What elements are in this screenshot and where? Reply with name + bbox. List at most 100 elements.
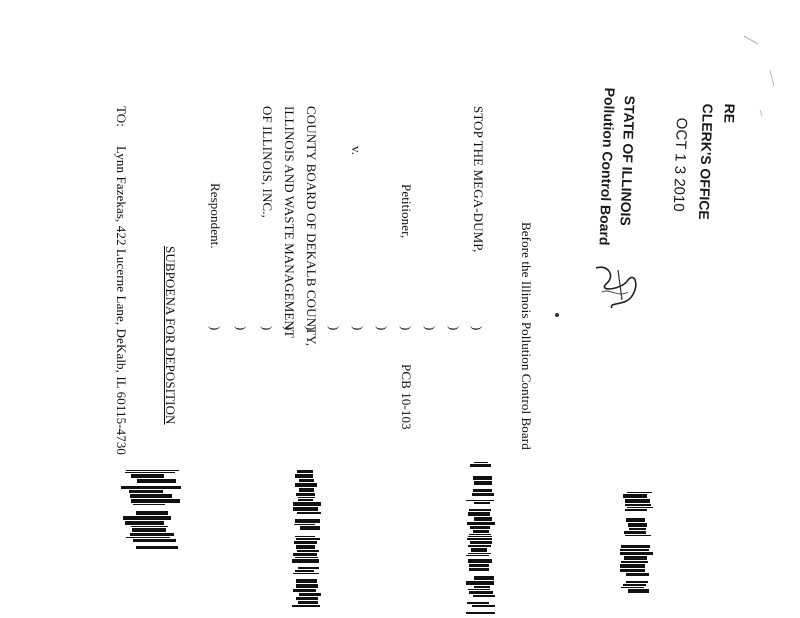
caption-bracket: ) (304, 326, 319, 331)
redaction-bar (473, 476, 492, 480)
redaction-bar (293, 553, 317, 556)
redaction-bar (466, 612, 495, 614)
redaction-bar (474, 462, 488, 463)
redaction-bar (471, 548, 487, 552)
redaction-bar (467, 538, 492, 540)
redaction-bar (468, 545, 491, 547)
redaction-bar (296, 538, 320, 540)
redaction-bar (469, 591, 493, 594)
redaction-bar (474, 502, 490, 504)
redaction-bar (620, 564, 645, 568)
redaction-bar (628, 523, 647, 527)
redaction-bar (472, 605, 495, 607)
stamp-date: OCT 1 3 2010 (669, 117, 690, 212)
redaction-bar (295, 519, 320, 523)
redaction-bar (625, 535, 651, 536)
redaction-bar (136, 546, 178, 549)
case-number: PCB 10-103 (399, 364, 414, 430)
redaction-bar (297, 512, 321, 514)
redaction-bar (468, 589, 490, 590)
redaction-bar (292, 605, 320, 607)
redaction-bar (123, 516, 171, 520)
to-address: Lynn Fazekas, 422 Lucerne Lane, DeKalb, … (114, 146, 129, 456)
caption-bracket: ) (234, 326, 249, 331)
redaction-bar (293, 589, 316, 592)
redaction-bar (469, 568, 489, 571)
redaction-bar (299, 479, 314, 482)
redaction-bar (621, 561, 648, 563)
caption-bracket: ) (260, 326, 275, 331)
redaction-bar (625, 499, 650, 503)
redaction-bar (470, 464, 491, 467)
stamp-received: RE (721, 103, 738, 124)
petitioner-name: STOP THE MEGA-DUMP, (471, 106, 486, 253)
redaction-bar (624, 531, 646, 534)
redaction-bar (468, 512, 490, 516)
caption-bracket: ) (208, 326, 223, 331)
redaction-bar (298, 499, 313, 501)
redaction-bar (628, 589, 649, 593)
redaction-bar (129, 490, 163, 493)
redaction-bar (623, 494, 647, 498)
caption-bracket: ) (351, 326, 366, 331)
redaction-bar (626, 573, 649, 576)
document-title: SUBPOENA FOR DEPOSITION (163, 246, 178, 425)
redaction-bar (466, 581, 494, 585)
redaction-bar (296, 584, 318, 588)
caption-bracket: ) (423, 326, 438, 331)
redaction-bar (295, 483, 317, 487)
redaction-bar (466, 500, 494, 501)
redaction-block (620, 488, 654, 593)
redaction-bar (292, 559, 319, 563)
redaction-bar (474, 586, 490, 588)
petitioner-role: Petitioner, (399, 184, 414, 239)
redaction-bar (131, 474, 164, 478)
redaction-bar (293, 502, 321, 506)
redaction-block (120, 470, 182, 552)
redaction-bar (294, 541, 317, 544)
redaction-bar (295, 570, 314, 572)
signature-mark (595, 266, 637, 309)
caption-bracket: ) (399, 326, 414, 331)
redaction-bar (295, 474, 313, 478)
redaction-bar (295, 557, 318, 558)
respondent-line-2: ILLINOIS AND WASTE MANAGEMENT (282, 106, 297, 338)
redaction-bar (468, 553, 491, 554)
redaction-bar (121, 486, 181, 489)
redaction-bar (468, 536, 492, 537)
redaction-bar (467, 602, 489, 604)
redaction-bar (299, 593, 321, 596)
redaction-bar (294, 524, 315, 525)
redaction-bar (626, 581, 648, 583)
redaction-bar (298, 567, 319, 569)
redaction-bar (474, 481, 492, 485)
respondent-line-1: COUNTY BOARD OF DEKALB COUNTY, (304, 106, 319, 347)
redaction-bar (473, 530, 489, 533)
redaction-bar (296, 579, 317, 583)
redaction-bar (470, 541, 492, 544)
redaction-bar (293, 573, 319, 574)
redaction-block (292, 470, 322, 608)
redaction-bar (469, 534, 491, 535)
redaction-bar (297, 550, 319, 552)
redaction-bar (474, 576, 494, 580)
redaction-bar (625, 504, 651, 506)
redaction-bar (133, 539, 176, 542)
redaction-bar (469, 509, 491, 511)
stamp-clerks-office: CLERK'S OFFICE (695, 103, 716, 221)
redaction-bar (625, 509, 647, 511)
redaction-bar (473, 489, 492, 492)
redaction-bar (466, 555, 489, 556)
redaction-bar (620, 552, 653, 555)
redaction-bar (467, 522, 495, 525)
stamp-state: STATE OF ILLINOIS (617, 95, 638, 227)
redaction-bar (131, 526, 168, 527)
caption-bracket: ) (327, 326, 342, 331)
scan-speck (743, 35, 775, 117)
redaction-bar (627, 507, 653, 508)
redaction-bar (468, 559, 492, 563)
redaction-bar (296, 597, 318, 600)
respondent-line-3: OF ILLINOIS, INC., (260, 106, 275, 218)
caption-bracket: ) (282, 326, 297, 331)
